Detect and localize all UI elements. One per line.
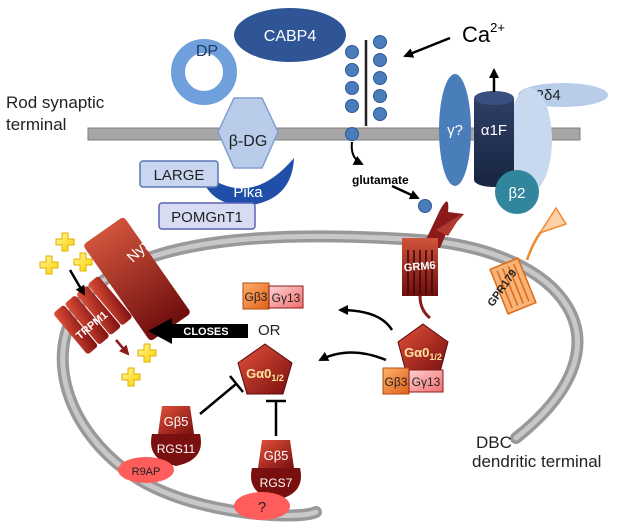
alpha1f-subunit [474,98,514,180]
grm6-tail [418,295,431,320]
closes-label: CLOSES [183,326,228,338]
beta2-subunit [495,170,539,214]
calcium-channel: α2δ4 γ? α1F β2 [439,68,608,214]
dbc-label-1: DBC [476,433,512,452]
rgs7-complex: Gβ5 RGS7 ? [234,440,301,520]
cation-plus-icon [55,232,75,252]
inhibition-rgs7 [266,399,286,436]
pika-label: Pika [233,184,263,201]
unknown-anchor [234,492,290,520]
calcium-charge: 2+ [490,20,505,35]
glutamate-release-arrow [350,141,364,165]
beta-dg-protein: β-DG [217,97,279,169]
ggamma13-free-label: Gγ13 [272,291,301,305]
cation-exit-arrow [115,339,130,356]
beta2-label: β2 [509,185,526,202]
grm6-receptor: GRM6 [402,201,464,320]
rgs7-label: RGS7 [260,476,293,490]
gamma-subunit [439,74,471,186]
large-protein: LARGE [139,160,219,188]
galpha-free-label: Gα0 [246,366,271,381]
rgs11-complex: Gβ5 RGS11 R9AP [118,406,201,483]
gbeta-gamma-free: Gβ3 Gγ13 [242,282,304,310]
rgs11-label: RGS11 [157,442,196,456]
cation-plus-icon [39,255,59,275]
cation-entry-arrow [68,269,86,296]
svg-text:Gα01/2: Gα01/2 [404,345,442,362]
grm6-label: GRM6 [403,260,436,275]
ggamma13-free [268,285,304,309]
cation-plus-icon [73,252,93,272]
inhibition-rgs11 [199,375,244,415]
gbeta5-rgs11-label: Gβ5 [164,414,189,429]
rod-terminal-label-2: terminal [6,115,66,134]
pomgnt1-label: POMGnT1 [171,209,243,226]
dp-protein: DP [171,39,237,105]
unknown-anchor-label: ? [258,499,266,516]
gpr179-flag [538,206,568,235]
gbeta5-rgs7-label: Gβ5 [264,448,289,463]
release-arrow-left [318,351,387,362]
cation-plus-icon [121,367,141,387]
gbeta3-free-label: Gβ3 [245,290,268,304]
gamma-label: γ? [447,122,463,139]
cabp4-protein: CABP4 [234,8,346,62]
large-label: LARGE [154,167,205,184]
alpha1f-label: α1F [481,122,507,139]
dp-label: DP [196,43,218,60]
synaptic-vesicles [345,35,387,141]
galpha-bound-sub: 1/2 [429,352,442,362]
gbeta3-bound-label: Gβ3 [385,375,408,389]
calcium-symbol: Ca [462,22,491,47]
gbeta5-rgs7 [258,440,294,468]
r9ap-label: R9AP [132,466,161,478]
pika-protein: Pika [200,158,294,206]
pomgnt1-protein: POMGnT1 [158,202,256,230]
glutamate-label: glutamate [352,173,409,187]
rgs7-protein [251,468,301,500]
calcium-label: Ca2+ [462,20,505,47]
svg-text:Gα01/2: Gα01/2 [246,366,284,383]
galpha-free: Gα01/2 [237,343,293,395]
cation-plus-icons [39,232,157,387]
ggamma13-bound [408,369,444,393]
gbeta5-rgs11 [158,406,194,434]
glutamate-molecule [418,199,432,213]
r9ap-protein [118,457,174,483]
g-protein-heterotrimer: Gα01/2 Gβ3 Gγ13 [382,323,449,395]
cabp4-label: CABP4 [264,28,317,45]
galpha-bound-label: Gα0 [404,345,429,360]
calcium-arrow [403,36,451,58]
glutamate-arrow [391,184,420,200]
rod-terminal-label-1: Rod synaptic [6,93,105,112]
beta-dg-label: β-DG [229,133,268,150]
or-label: OR [258,322,281,339]
dbc-label-2: dendritic terminal [472,452,601,471]
closes-arrow: CLOSES [148,318,248,344]
release-arrow-up [338,305,394,331]
rgs11-protein [151,434,201,466]
ggamma13-bound-label: Gγ13 [412,375,441,389]
trpm1-channel [54,276,132,354]
alpha2delta4-stalk [508,88,552,192]
svg-text:Ca2+: Ca2+ [462,20,505,47]
cation-plus-icon [137,343,157,363]
galpha-free-sub: 1/2 [271,373,284,383]
